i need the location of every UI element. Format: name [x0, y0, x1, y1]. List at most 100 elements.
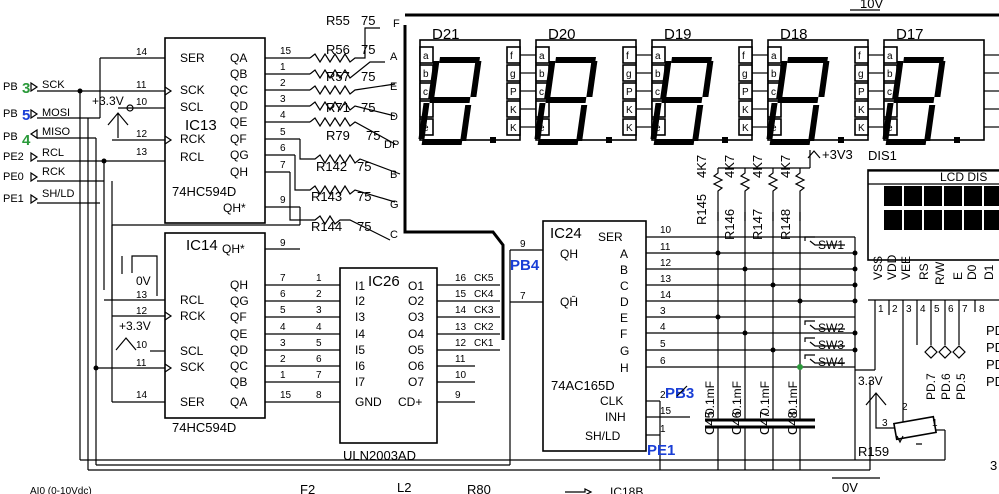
svg-text:10: 10 — [660, 225, 672, 236]
display-d17: D17abcde — [882, 26, 999, 145]
switch-sw3: SW3 — [818, 338, 844, 352]
svg-text:I4: I4 — [355, 327, 365, 341]
svg-text:C48: C48 — [785, 411, 800, 435]
segment-bar — [418, 103, 430, 139]
svg-text:SH/LD: SH/LD — [585, 429, 621, 443]
display-pin-label: P — [510, 87, 517, 98]
svg-text:C45: C45 — [702, 411, 717, 435]
display-pin-label: b — [423, 69, 429, 80]
bottom-label-ai0: AI0 (0-10Vdc) — [30, 486, 92, 494]
lcd-ref: DIS1 — [868, 148, 897, 163]
ic24-ref: IC24 — [550, 225, 582, 242]
decimal-point — [722, 137, 728, 143]
display-pin-label: a — [771, 51, 777, 62]
port-pe0-pin: PE0 — [3, 171, 24, 183]
pot-r159: 3.3V 3 2 1 R159 — [855, 374, 946, 461]
svg-text:0.1mF: 0.1mF — [758, 381, 772, 415]
svg-text:INH: INH — [605, 410, 626, 424]
display-pin-label: g — [742, 69, 748, 80]
svg-text:4: 4 — [316, 322, 322, 333]
svg-text:75: 75 — [361, 13, 375, 28]
svg-text:CK3: CK3 — [474, 305, 494, 316]
svg-text:11: 11 — [136, 80, 147, 91]
display-pin-label: K — [510, 105, 517, 116]
svg-text:D: D — [390, 111, 398, 123]
segment-bar — [766, 103, 778, 139]
svg-text:RCL: RCL — [180, 293, 204, 307]
svg-text:B: B — [620, 263, 628, 277]
segment-bar — [470, 61, 482, 97]
svg-text:QE: QE — [230, 115, 247, 129]
svg-text:PD.6: PD.6 — [939, 373, 953, 400]
svg-text:CLK: CLK — [600, 394, 623, 408]
svg-text:14: 14 — [660, 290, 672, 301]
display-pin-label: f — [626, 51, 629, 62]
display-pin-label: c — [539, 87, 544, 98]
display-d18: D18abcdefgPKK — [766, 26, 884, 145]
display-pin-label: b — [887, 69, 893, 80]
svg-text:QH*: QH* — [222, 242, 245, 256]
ic13-pin-sck: SCK — [180, 83, 205, 97]
display-pin-label: f — [742, 51, 745, 62]
port-pb3: PB 3 SCK — [3, 79, 65, 97]
segment-bar — [924, 105, 936, 141]
svg-text:8: 8 — [979, 304, 985, 315]
svg-text:4: 4 — [660, 322, 666, 333]
display-d21: D21abcdefgPKK — [418, 26, 536, 145]
ic26-part: ULN2003AD — [343, 448, 416, 463]
segment-bar — [421, 139, 463, 145]
svg-text:1: 1 — [280, 62, 286, 73]
svg-text:D0: D0 — [965, 264, 979, 280]
svg-text:QC: QC — [230, 359, 248, 373]
display-d19: D19abcdefgPKK — [650, 26, 768, 145]
svg-text:F: F — [393, 18, 400, 30]
svg-text:4: 4 — [920, 304, 926, 315]
svg-text:VEE: VEE — [899, 256, 913, 280]
display-pin-label: K — [626, 123, 633, 134]
svg-text:R56: R56 — [326, 42, 350, 57]
svg-text:RS: RS — [917, 263, 931, 280]
svg-text:2: 2 — [902, 402, 908, 413]
svg-text:3: 3 — [882, 418, 888, 429]
segment-bar — [428, 61, 440, 99]
svg-text:GND: GND — [355, 395, 382, 409]
svg-text:R148: R148 — [778, 209, 793, 240]
svg-text:1: 1 — [932, 418, 938, 429]
switch-sw1: SW1 — [818, 238, 844, 252]
svg-text:1: 1 — [316, 273, 322, 284]
svg-text:CK1: CK1 — [474, 338, 494, 349]
svg-text:8: 8 — [316, 390, 322, 401]
svg-text:12: 12 — [455, 338, 467, 349]
switches: SW1 SW2 SW3 SW4 — [804, 236, 845, 369]
svg-text:CK4: CK4 — [474, 289, 494, 300]
svg-text:6: 6 — [280, 289, 286, 300]
svg-text:7: 7 — [316, 370, 322, 381]
edge-label-right: 3 — [990, 458, 997, 473]
svg-text:QA: QA — [230, 395, 247, 409]
annotation-pb4: PB4 — [510, 257, 540, 274]
svg-text:R55: R55 — [326, 13, 350, 28]
svg-text:SER: SER — [598, 230, 623, 244]
display-pin-label: b — [771, 69, 777, 80]
supply-3v3-right: +3V3 — [822, 147, 853, 162]
svg-text:6: 6 — [316, 354, 322, 365]
svg-text:PD: PD — [986, 323, 999, 338]
segment-bar — [555, 57, 596, 63]
svg-text:4: 4 — [280, 322, 286, 333]
display-pin-label: f — [510, 51, 513, 62]
svg-text:I6: I6 — [355, 359, 365, 373]
svg-text:SCK: SCK — [180, 360, 205, 374]
svg-text:R143: R143 — [311, 189, 342, 204]
svg-text:QA: QA — [230, 51, 247, 65]
svg-text:1: 1 — [280, 370, 286, 381]
seven-segment-displays: D21abcdefgPKKD20abcdefgPKKD19abcdefgPKKD… — [418, 26, 999, 145]
display-ref: D21 — [432, 26, 460, 43]
svg-text:4: 4 — [280, 110, 286, 121]
svg-text:F: F — [620, 327, 627, 341]
svg-text:15: 15 — [280, 46, 292, 57]
svg-text:O3: O3 — [408, 310, 424, 324]
decimal-point — [606, 137, 612, 143]
display-pin-label: a — [423, 51, 429, 62]
port-pb4-base: PB — [3, 131, 18, 143]
